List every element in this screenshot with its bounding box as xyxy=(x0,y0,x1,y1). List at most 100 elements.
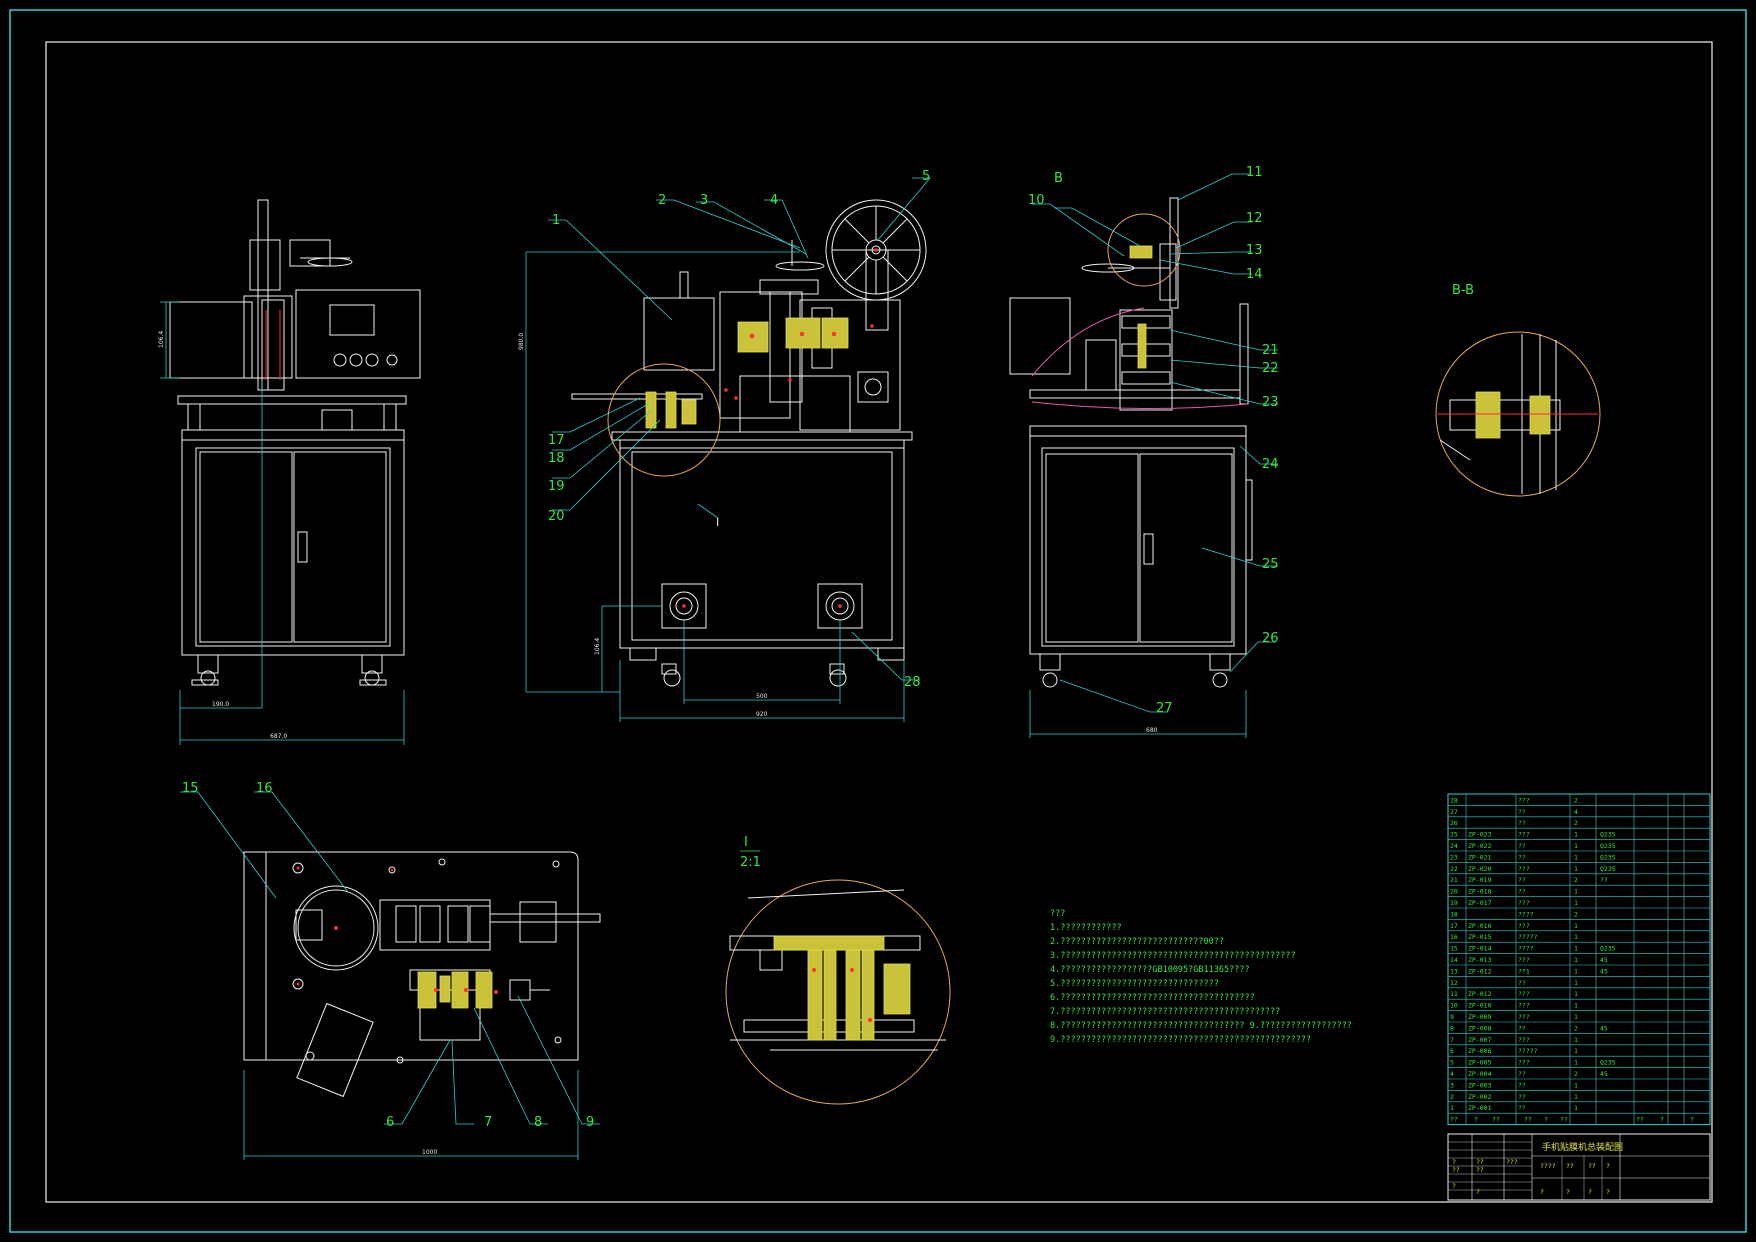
bom-cell: ZP-017 xyxy=(1468,899,1492,907)
bom-header-cell: ? xyxy=(1474,1116,1478,1124)
bom-cell: 1 xyxy=(1450,1104,1454,1112)
title-block-cell: ?? xyxy=(1476,1158,1484,1166)
bom-cell: 5 xyxy=(1450,1059,1454,1067)
bom-cell: Q235 xyxy=(1600,853,1616,861)
balloon-20: 20 xyxy=(548,509,565,524)
balloon-7: 7 xyxy=(484,1115,492,1130)
bom-cell: ???? xyxy=(1518,945,1534,953)
bom-cell: 45 xyxy=(1600,956,1608,964)
top-view-leaders xyxy=(180,791,600,1125)
bom-cell: 1 xyxy=(1574,899,1578,907)
front-view-hatching xyxy=(645,317,849,429)
side-view-guard-base xyxy=(1031,401,1249,410)
bom-cell: 24 xyxy=(1450,842,1458,850)
left-view-dimensions xyxy=(160,301,405,745)
bom-cell: 1 xyxy=(1574,831,1578,839)
detail-i-tag: I xyxy=(716,516,719,529)
bom-cell: 19 xyxy=(1450,899,1458,907)
bom-cell: 21 xyxy=(1450,876,1458,884)
bom-cell: ?? xyxy=(1518,808,1526,816)
bom-cell: Q235 xyxy=(1600,865,1616,873)
bom-cell: 2 xyxy=(1574,876,1578,884)
title-block-cell: ? xyxy=(1540,1188,1544,1196)
bom-cell: 9 xyxy=(1450,1013,1454,1021)
bom-cell: ??? xyxy=(1518,831,1530,839)
bom-cell: ?? xyxy=(1518,1081,1526,1089)
bom-cell: ZP-007 xyxy=(1468,1036,1492,1044)
dim-front-width: 920 xyxy=(756,711,768,718)
title-block-cell: ? xyxy=(1452,1182,1456,1190)
bom-cell: 1 xyxy=(1574,1036,1578,1044)
bom-cell: 27 xyxy=(1450,808,1458,816)
notes-heading: ??? xyxy=(1050,909,1065,919)
bom-cell: ?? xyxy=(1518,842,1526,850)
side-view-leaders xyxy=(1032,173,1278,713)
balloon-13: 13 xyxy=(1246,243,1263,258)
dim-left-offset: 190.0 xyxy=(212,701,229,708)
bom-cell: ??? xyxy=(1518,1059,1530,1067)
bom-cell: ZP-018 xyxy=(1468,888,1492,896)
bom-cell: 2 xyxy=(1574,1070,1578,1078)
bom-cell: ZP-021 xyxy=(1468,853,1492,861)
front-view-centerlines xyxy=(682,248,878,608)
note-9: 9.??????????????????????????????????????… xyxy=(1050,1035,1311,1045)
title-block-cell: ? xyxy=(1566,1188,1570,1196)
bom-cell: 16 xyxy=(1450,933,1458,941)
balloon-9: 9 xyxy=(586,1115,594,1130)
bom-cell: ZP-004 xyxy=(1468,1070,1492,1078)
bom-cell: ZP-016 xyxy=(1468,922,1492,930)
bom-cell: 17 xyxy=(1450,922,1458,930)
bom-cell: ZP-006 xyxy=(1468,1047,1492,1055)
title-block-cell: ? xyxy=(1476,1188,1480,1196)
title-block-cell: ? xyxy=(1452,1158,1456,1166)
title-block-cell: ??? xyxy=(1506,1158,1518,1166)
bom-cell: ?? xyxy=(1518,819,1526,827)
balloon-12: 12 xyxy=(1246,211,1263,226)
balloon-10: 10 xyxy=(1028,193,1045,208)
bom-cell: 2 xyxy=(1450,1093,1454,1101)
bom-cell: 25 xyxy=(1450,831,1458,839)
bom-cell: 1 xyxy=(1574,1093,1578,1101)
balloon-11: 11 xyxy=(1246,165,1263,180)
bom-header-cell: ?? xyxy=(1524,1116,1532,1124)
bom-cell: ?? xyxy=(1518,1104,1526,1112)
bom-cell: 2 xyxy=(1574,910,1578,918)
detail-i-view xyxy=(725,879,951,1105)
balloon-17: 17 xyxy=(548,433,565,448)
bom-cell: 13 xyxy=(1450,967,1458,975)
bom-cell: ????? xyxy=(1518,933,1538,941)
bom-cell: ZP-010 xyxy=(1468,1002,1492,1010)
left-elevation-view xyxy=(169,199,421,686)
bom-cell: ?? xyxy=(1518,876,1526,884)
balloon-3: 3 xyxy=(700,193,708,208)
dim-front-height: 980.0 xyxy=(518,333,525,350)
side-view-hatching xyxy=(1129,245,1153,369)
detail-i-title: I xyxy=(744,835,748,850)
bom-cell: 1 xyxy=(1574,842,1578,850)
title-block-cell: ?? xyxy=(1452,1166,1460,1174)
bom-cell: 1 xyxy=(1574,853,1578,861)
balloon-21: 21 xyxy=(1262,343,1279,358)
top-view-dimensions xyxy=(243,1070,579,1160)
bom-cell: 1 xyxy=(1574,933,1578,941)
bom-cell: 10 xyxy=(1450,1002,1458,1010)
bom-cell: ?? xyxy=(1518,1093,1526,1101)
bom-cell: ZP-020 xyxy=(1468,865,1492,873)
side-view-dimensions xyxy=(1029,690,1247,738)
bom-cell: ??? xyxy=(1518,956,1530,964)
bom-header-cell: ?? xyxy=(1492,1116,1500,1124)
bom-cell: ????? xyxy=(1518,1047,1538,1055)
side-view-guard-arc xyxy=(1031,307,1145,377)
bom-cell: 28 xyxy=(1450,796,1458,804)
balloon-16: 16 xyxy=(256,781,273,796)
bom-header-cell: ?? xyxy=(1450,1116,1458,1124)
outer-frame xyxy=(9,9,1747,1233)
dim-front-inner: 500 xyxy=(756,693,768,700)
bom-cell: 18 xyxy=(1450,910,1458,918)
bom-border xyxy=(1447,793,1711,1126)
bom-cell: ??1 xyxy=(1518,967,1530,975)
bom-cell: 7 xyxy=(1450,1036,1454,1044)
bom-cell: 15 xyxy=(1450,945,1458,953)
balloon-1: 1 xyxy=(552,213,560,228)
